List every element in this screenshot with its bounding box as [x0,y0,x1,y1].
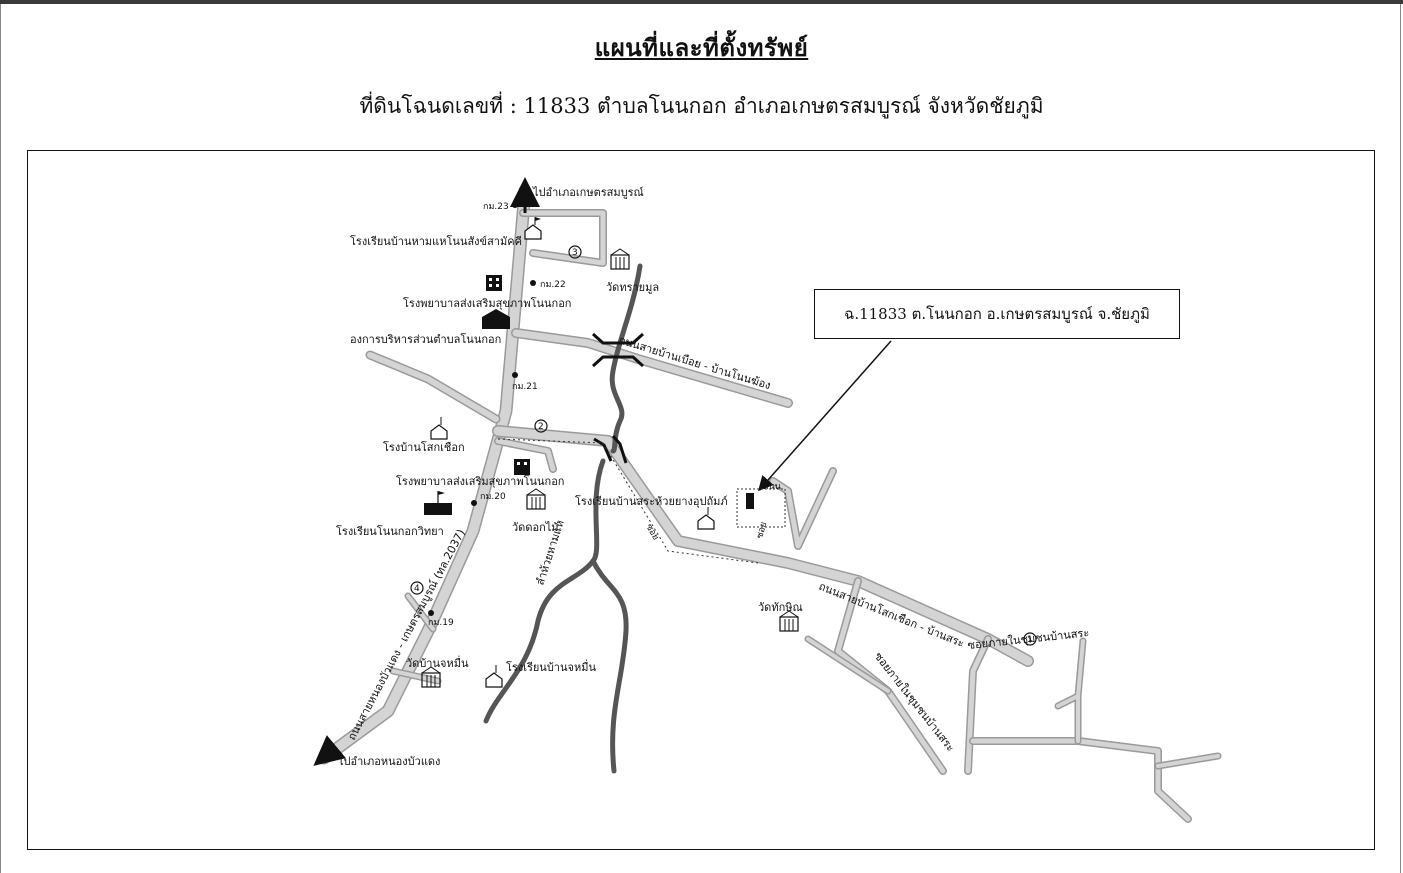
place-school-sok-chueak: โรงบ้านโสกเชือก [383,440,465,454]
school-building-icon [424,491,452,515]
arrow-south [313,735,347,766]
km-22-label: กม.22 [540,280,566,290]
marker-4-label: 4 [414,584,420,594]
stream-ham-hae [483,458,606,724]
place-wat-dok-mai: วัดดอกไม้ [512,521,559,534]
km-20-label: กม.20 [480,492,506,502]
callout-pointer [758,340,892,492]
small-road-label-c: ถนน [763,482,781,492]
road-network [317,184,1222,823]
place-wat-sai-mun: วัดทรายมูล [606,281,659,294]
small-road-label-b: ซอย [755,521,769,540]
place-hospital-2: โรงพยาบาลส่งเสริมสุขภาพโนนกอก [396,474,564,488]
map-canvas[interactable]: 3 2 4 1 ไปอำเภอเกษตรสมบูรณ์ ไปอำเภอหนองบ… [28,151,1374,849]
place-wat-thak-nin: วัดทักษิณ [758,601,803,614]
bridge-south [593,435,628,464]
km-23-label: กม.23 [483,202,509,212]
direction-south-label: ไปอำเภอหนองบัวแดง [337,755,440,768]
direction-north-label: ไปอำเภอเกษตรสมบูรณ์ [532,186,644,199]
place-school-non-kok: โรงเรียนโนนกอกวิทยา [336,524,444,538]
school-icon [697,507,715,530]
bridge-north [591,332,645,368]
hospital-icon [514,459,530,475]
road-label-soi-ban-sa-2: ซอยภายในชุมชนบ้านสระ [872,650,957,754]
km-19-label: กม.19 [428,618,454,628]
road-sok-chueak [492,425,1034,667]
hospital-icon [486,275,502,291]
deed-callout-box: ฉ.11833 ต.โนนกอก อ.เกษตรสมบูรณ์ จ.ชัยภูม… [814,289,1180,339]
km-marker-icons [428,202,536,616]
survey-route [497,438,759,564]
page-subtitle: ที่ดินโฉนดเลขที่ : 11833 ตำบลโนนกอก อำเภ… [359,94,1044,118]
top-border [0,0,1403,4]
place-school-sa: โรงเรียนบ้านสระห้วยยางอุปถัมภ์ [575,494,728,508]
government-office-icon [482,309,510,329]
temple-icon [610,248,630,270]
road-label-soi-ban-sa-1: ซอยภายในชุมชนบ้านสระ [967,626,1090,652]
place-school-ham-hae: โรงเรียนบ้านหามแหโนนสังข์สามัคคี [350,234,522,248]
numbered-markers [410,245,1037,646]
marker-2-label: 2 [538,422,544,432]
marker-1-label: 1 [1027,635,1033,645]
deed-callout-label: ฉ.11833 ต.โนนกอก อ.เกษตรสมบูรณ์ จ.ชัยภูม… [844,305,1150,323]
property-marker[interactable] [746,493,754,509]
school-icon [430,417,448,440]
right-border [1400,4,1401,873]
map-frame[interactable]: 3 2 4 1 ไปอำเภอเกษตรสมบูรณ์ ไปอำเภอหนองบ… [27,150,1375,850]
place-hospital-1: โรงพยาบาลส่งเสริมสุขภาพโนนกอก [403,296,571,310]
school-icon [485,665,503,688]
stream-south [590,558,629,774]
km-21-label: กม.21 [512,382,538,392]
marker-3-label: 3 [572,248,578,258]
place-school-chom-muen: โรงเรียนบ้านจหมื่น [506,659,596,674]
temple-icon [421,666,441,688]
left-border [0,4,1,873]
place-sao: องการบริหารส่วนตำบลโนนกอก [350,332,501,346]
temple-icon [779,610,799,632]
property-outline [736,488,786,528]
school-icon [524,217,542,240]
place-wat-chom-muen: วัดบ้านจหมื่น [406,655,469,670]
page-title: แผนที่และที่ตั้งทรัพย์ [594,33,809,62]
small-road-label-a: ซอย [643,523,660,543]
temple-icon [526,488,546,510]
road-label-main-highway: ถนนสายหนองบัวแดง - เกษตรสมบูรณ์ (ทล.2037… [345,527,468,742]
